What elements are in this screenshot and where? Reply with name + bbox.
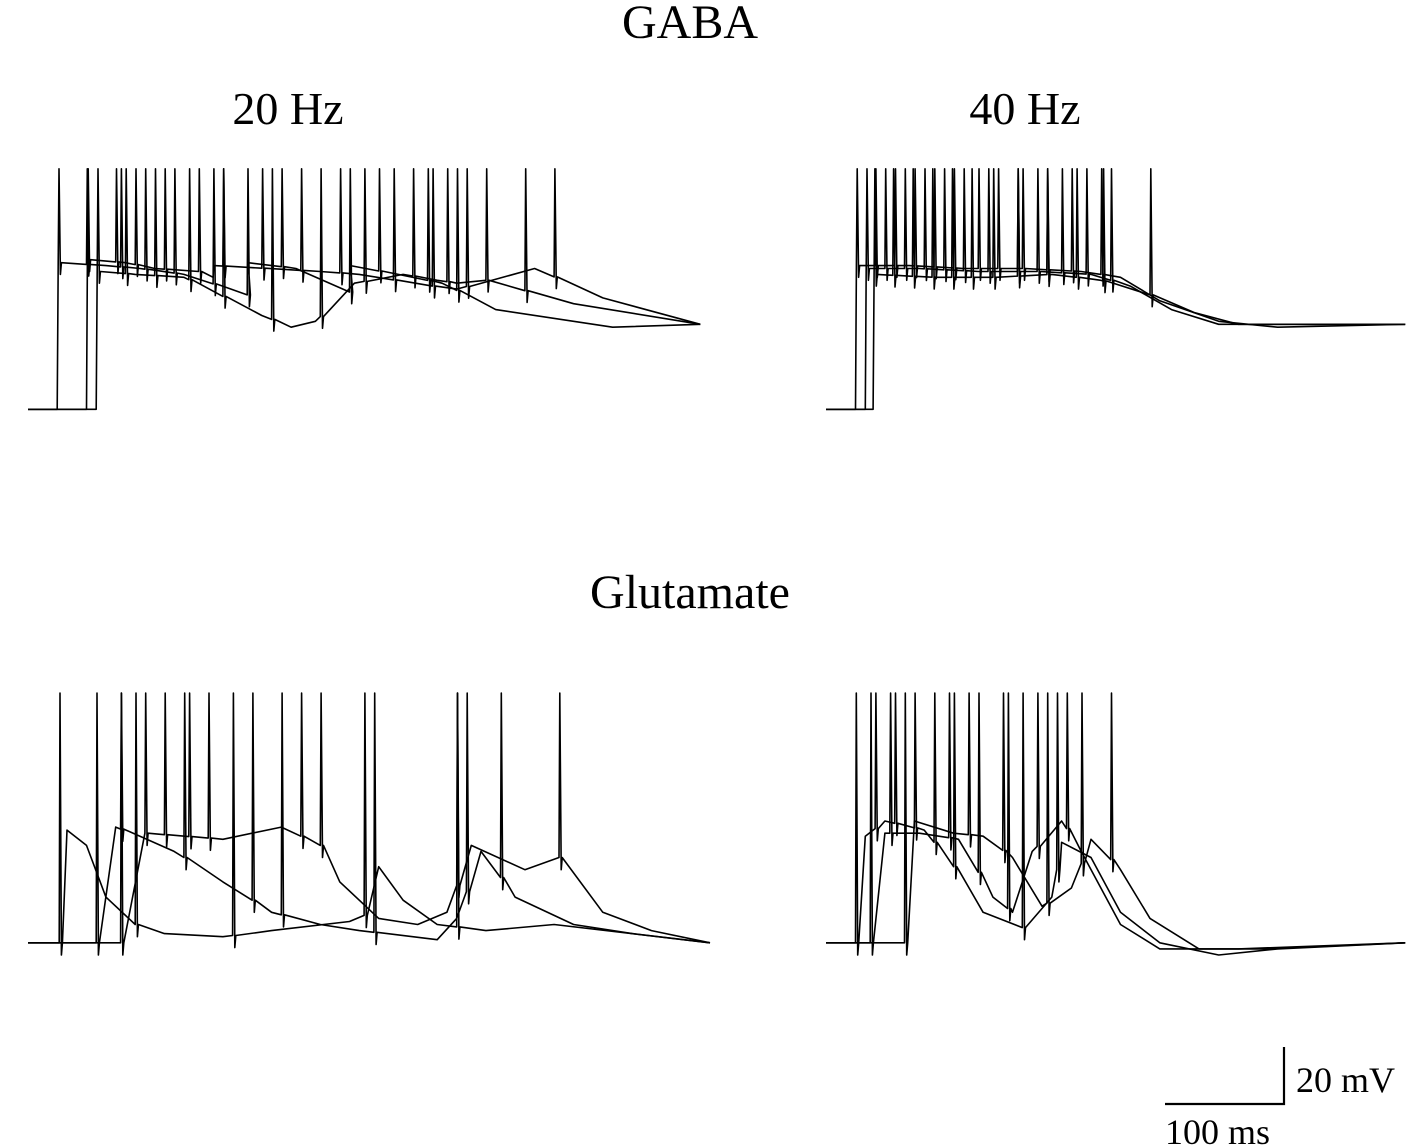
panel-glutamate-40hz [826, 692, 1406, 956]
column-label-20hz: 20 Hz [232, 83, 343, 134]
scale-bar: 20 mV 100 ms [1165, 1047, 1395, 1148]
scale-bar-time-label: 100 ms [1165, 1112, 1270, 1148]
title-gaba: GABA [622, 0, 758, 49]
voltage-trace-3 [826, 168, 1406, 411]
voltage-trace-2 [826, 692, 1406, 956]
scale-bar-voltage-label: 20 mV [1296, 1060, 1395, 1100]
voltage-trace-3 [28, 168, 701, 411]
title-glutamate: Glutamate [590, 566, 790, 619]
voltage-trace-1 [28, 168, 701, 411]
panel-glutamate-20hz [28, 692, 711, 956]
voltage-trace-1 [826, 692, 1406, 956]
column-label-40hz: 40 Hz [969, 83, 1080, 134]
voltage-trace-1 [28, 692, 711, 956]
panel-gaba-20hz [28, 168, 701, 411]
voltage-trace-3 [28, 692, 711, 956]
scale-bar-lines [1165, 1047, 1286, 1106]
voltage-trace-2 [28, 168, 701, 411]
voltage-trace-3 [826, 692, 1406, 956]
panel-gaba-40hz [826, 168, 1406, 411]
voltage-trace-2 [28, 692, 711, 956]
